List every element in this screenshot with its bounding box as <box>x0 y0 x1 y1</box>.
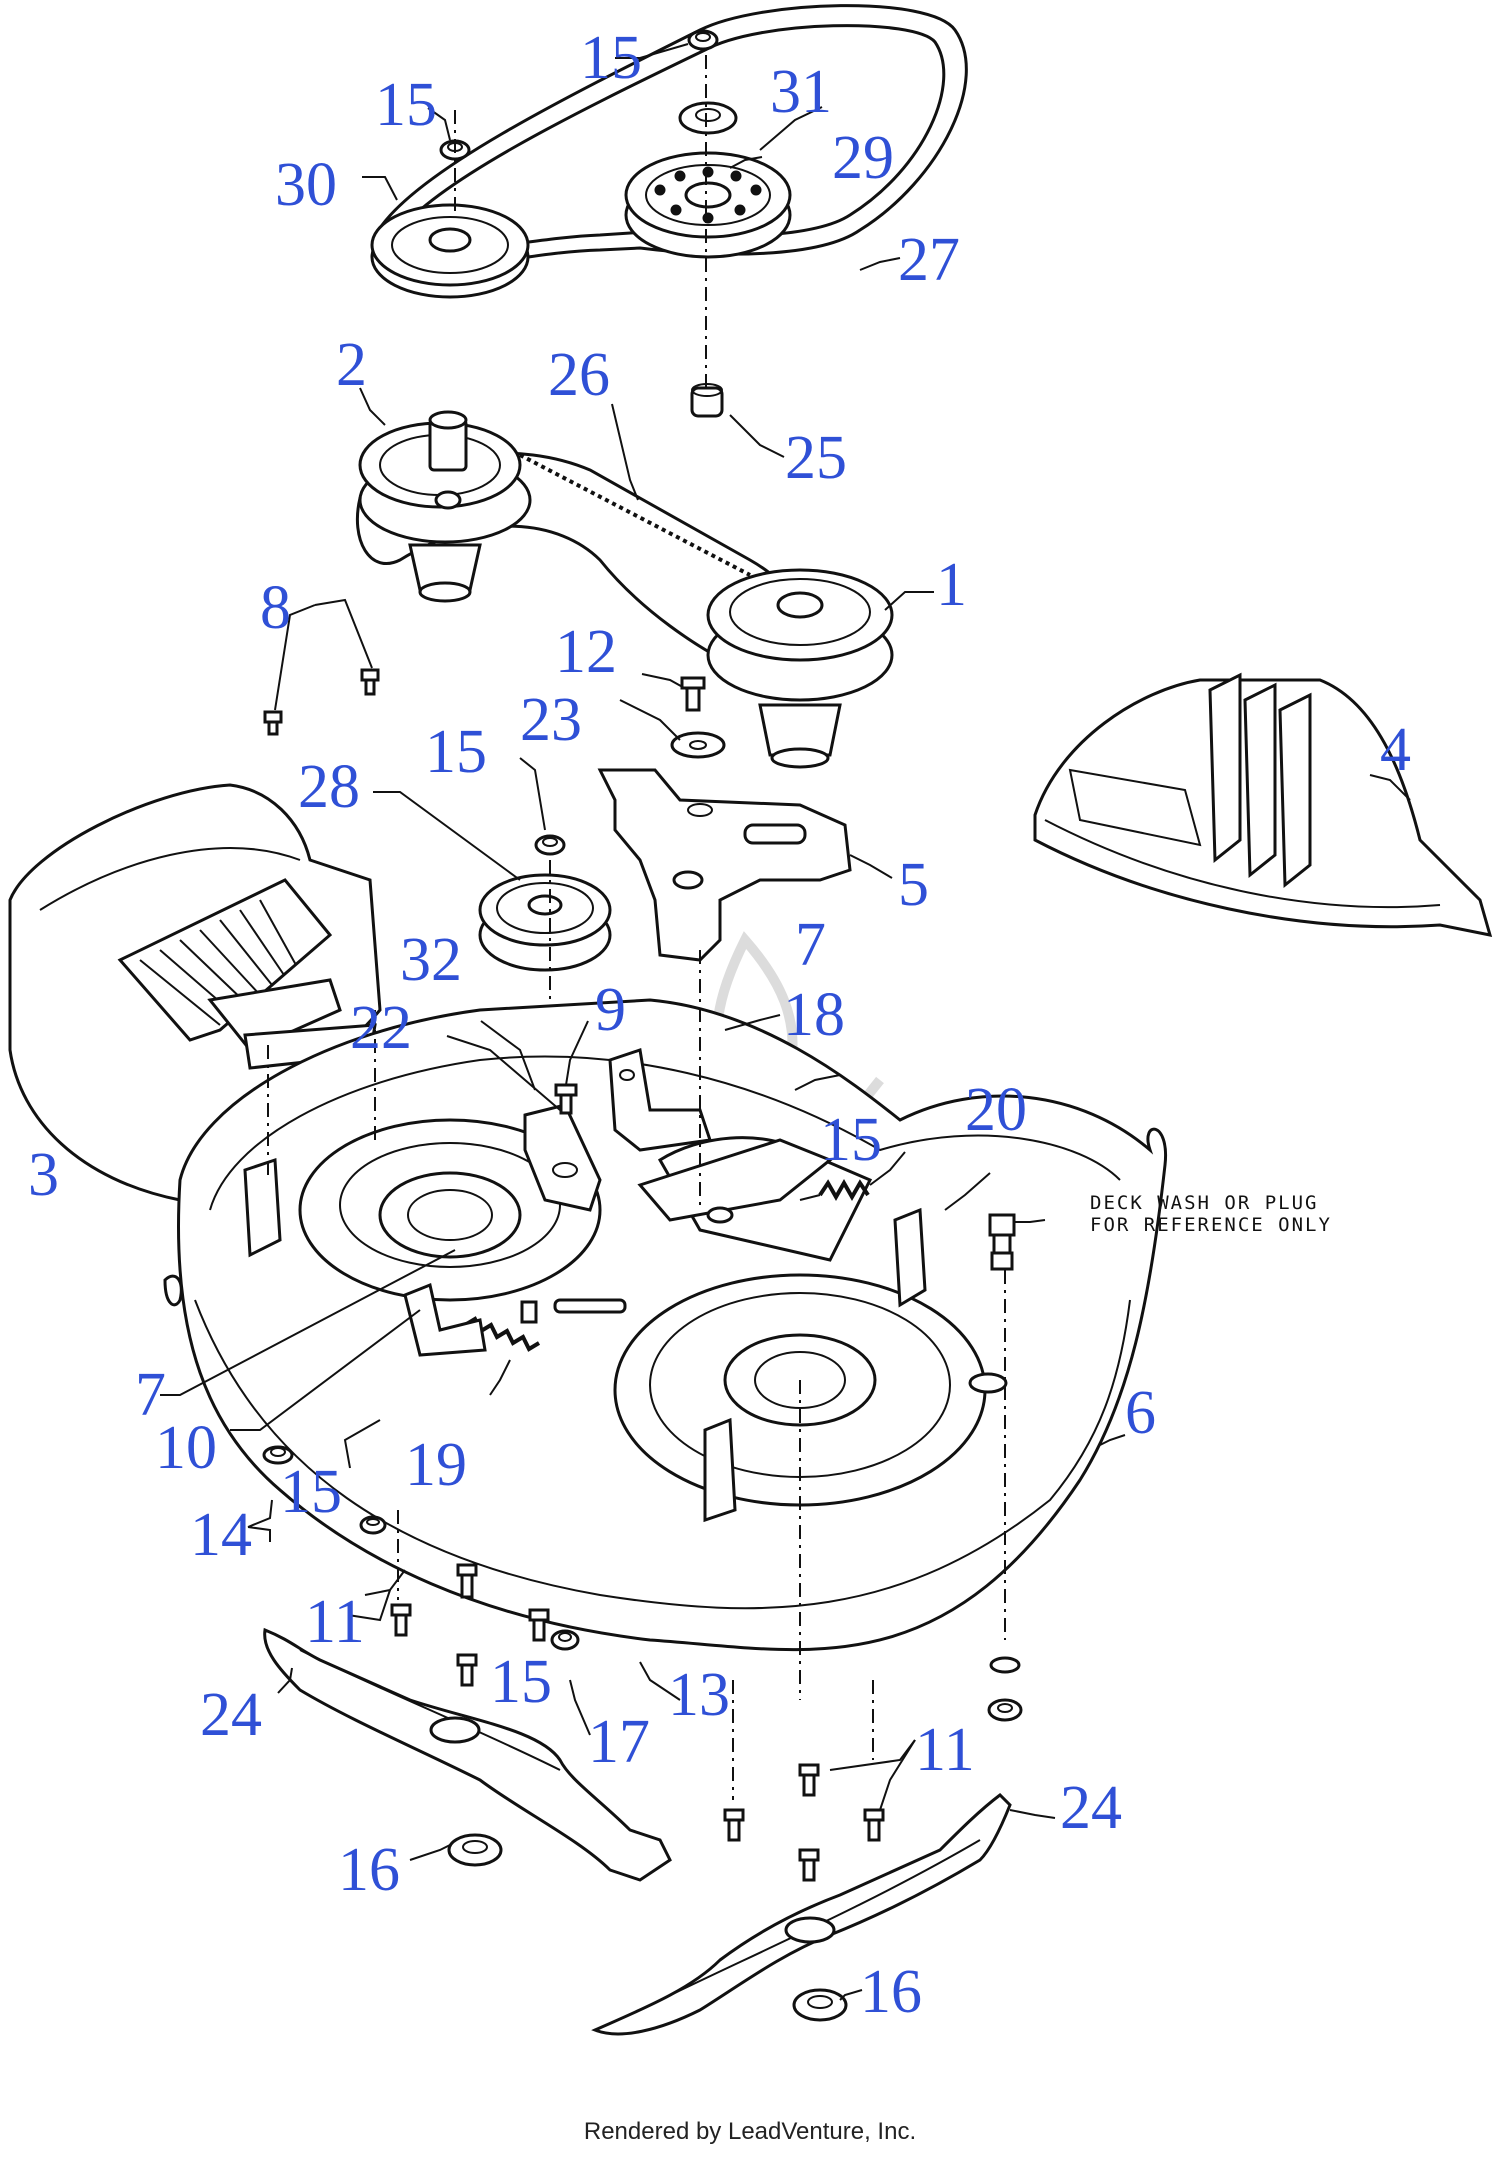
callout-7-upper: 7 <box>795 911 826 979</box>
callout-15-top: 15 <box>580 24 642 92</box>
spindle-pulley-2 <box>358 410 532 603</box>
idler-bracket-5 <box>597 768 852 962</box>
callout-28: 28 <box>298 753 360 821</box>
callout-7-lower: 7 <box>135 1361 166 1429</box>
bolts-8 <box>263 668 380 736</box>
callout-6: 6 <box>1125 1379 1156 1447</box>
deck-wash-fitting <box>988 1213 1016 1271</box>
leader-lines-lower <box>277 1661 1056 2001</box>
nut-15c <box>534 834 566 856</box>
callout-20: 20 <box>965 1076 1027 1144</box>
callout-9: 9 <box>595 976 626 1044</box>
callout-16-right: 16 <box>860 1958 922 2026</box>
blade-24-right <box>591 1793 1012 2036</box>
callout-3: 3 <box>28 1141 59 1209</box>
idler-pulley-29 <box>624 151 792 259</box>
idler-pulley-28 <box>478 873 612 972</box>
blade-nut-16-right <box>792 1988 848 2022</box>
pin-17 <box>520 1300 538 1324</box>
callout-22: 22 <box>350 994 412 1062</box>
callout-15-topleft: 15 <box>375 71 437 139</box>
bracket-7 <box>403 1282 487 1357</box>
discharge-chute-4 <box>1033 672 1493 937</box>
callout-8: 8 <box>260 574 291 642</box>
blade-nut-16-left <box>447 1833 503 1867</box>
callout-5: 5 <box>898 851 929 919</box>
pin-13 <box>553 1298 627 1314</box>
callout-16-left: 16 <box>338 1836 400 1904</box>
blade-24-left <box>263 1627 672 1882</box>
callout-24-left: 24 <box>200 1681 262 1749</box>
callout-17: 17 <box>588 1708 650 1776</box>
callout-10: 10 <box>155 1414 217 1482</box>
callout-2: 2 <box>336 331 367 399</box>
bracket-18 <box>608 1048 712 1152</box>
washer-and-nut-deck-wash <box>987 1656 1023 1722</box>
callout-13: 13 <box>668 1661 730 1729</box>
footer-credit: Rendered by LeadVenture, Inc. <box>583 2118 917 2145</box>
belt-guard <box>637 1138 833 1224</box>
bushing-31 <box>678 101 738 135</box>
nut-15-lower <box>550 1629 580 1651</box>
callout-27: 27 <box>898 226 960 294</box>
center-lines <box>267 950 1006 1800</box>
spindle-pulley-1 <box>706 568 894 769</box>
idler-pulley-30 <box>370 203 530 299</box>
nut-15b <box>687 29 719 51</box>
callout-31: 31 <box>770 58 832 126</box>
callout-4: 4 <box>1380 716 1411 784</box>
callout-15-lowerleft: 15 <box>280 1458 342 1526</box>
callout-14: 14 <box>190 1501 252 1569</box>
callout-19: 19 <box>405 1431 467 1499</box>
callout-15-mid: 15 <box>425 718 487 786</box>
bolt-12 <box>680 676 706 712</box>
callout-30: 30 <box>275 151 337 219</box>
callout-11-left: 11 <box>305 1588 365 1656</box>
spring-20 <box>799 1178 870 1202</box>
callout-24-right: 24 <box>1060 1774 1122 1842</box>
washer-23 <box>670 731 726 759</box>
callout-11-right: 11 <box>915 1716 975 1784</box>
v-belt <box>378 4 968 270</box>
callout-labels: 1 2 3 4 5 6 7 7 8 9 10 11 11 12 13 14 15… <box>28 24 1411 2026</box>
deck-wash-note-line-2: FOR REFERENCE ONLY <box>1090 1214 1332 1236</box>
nuts-14 <box>262 1445 387 1535</box>
callout-25: 25 <box>785 424 847 492</box>
callout-32: 32 <box>400 926 462 994</box>
callout-12: 12 <box>555 618 617 686</box>
callout-18: 18 <box>783 981 845 1049</box>
callout-26: 26 <box>548 341 610 409</box>
leader-lines <box>160 43 1411 1622</box>
spacer-25 <box>690 383 724 418</box>
callout-29: 29 <box>832 124 894 192</box>
bolts-11 <box>390 1563 885 1882</box>
callout-23: 23 <box>520 686 582 754</box>
callout-15-right: 15 <box>820 1106 882 1174</box>
callout-15-bottom: 15 <box>490 1648 552 1716</box>
deck-wash-note-line-1: DECK WASH OR PLUG <box>1090 1192 1319 1214</box>
callout-1: 1 <box>936 551 967 619</box>
